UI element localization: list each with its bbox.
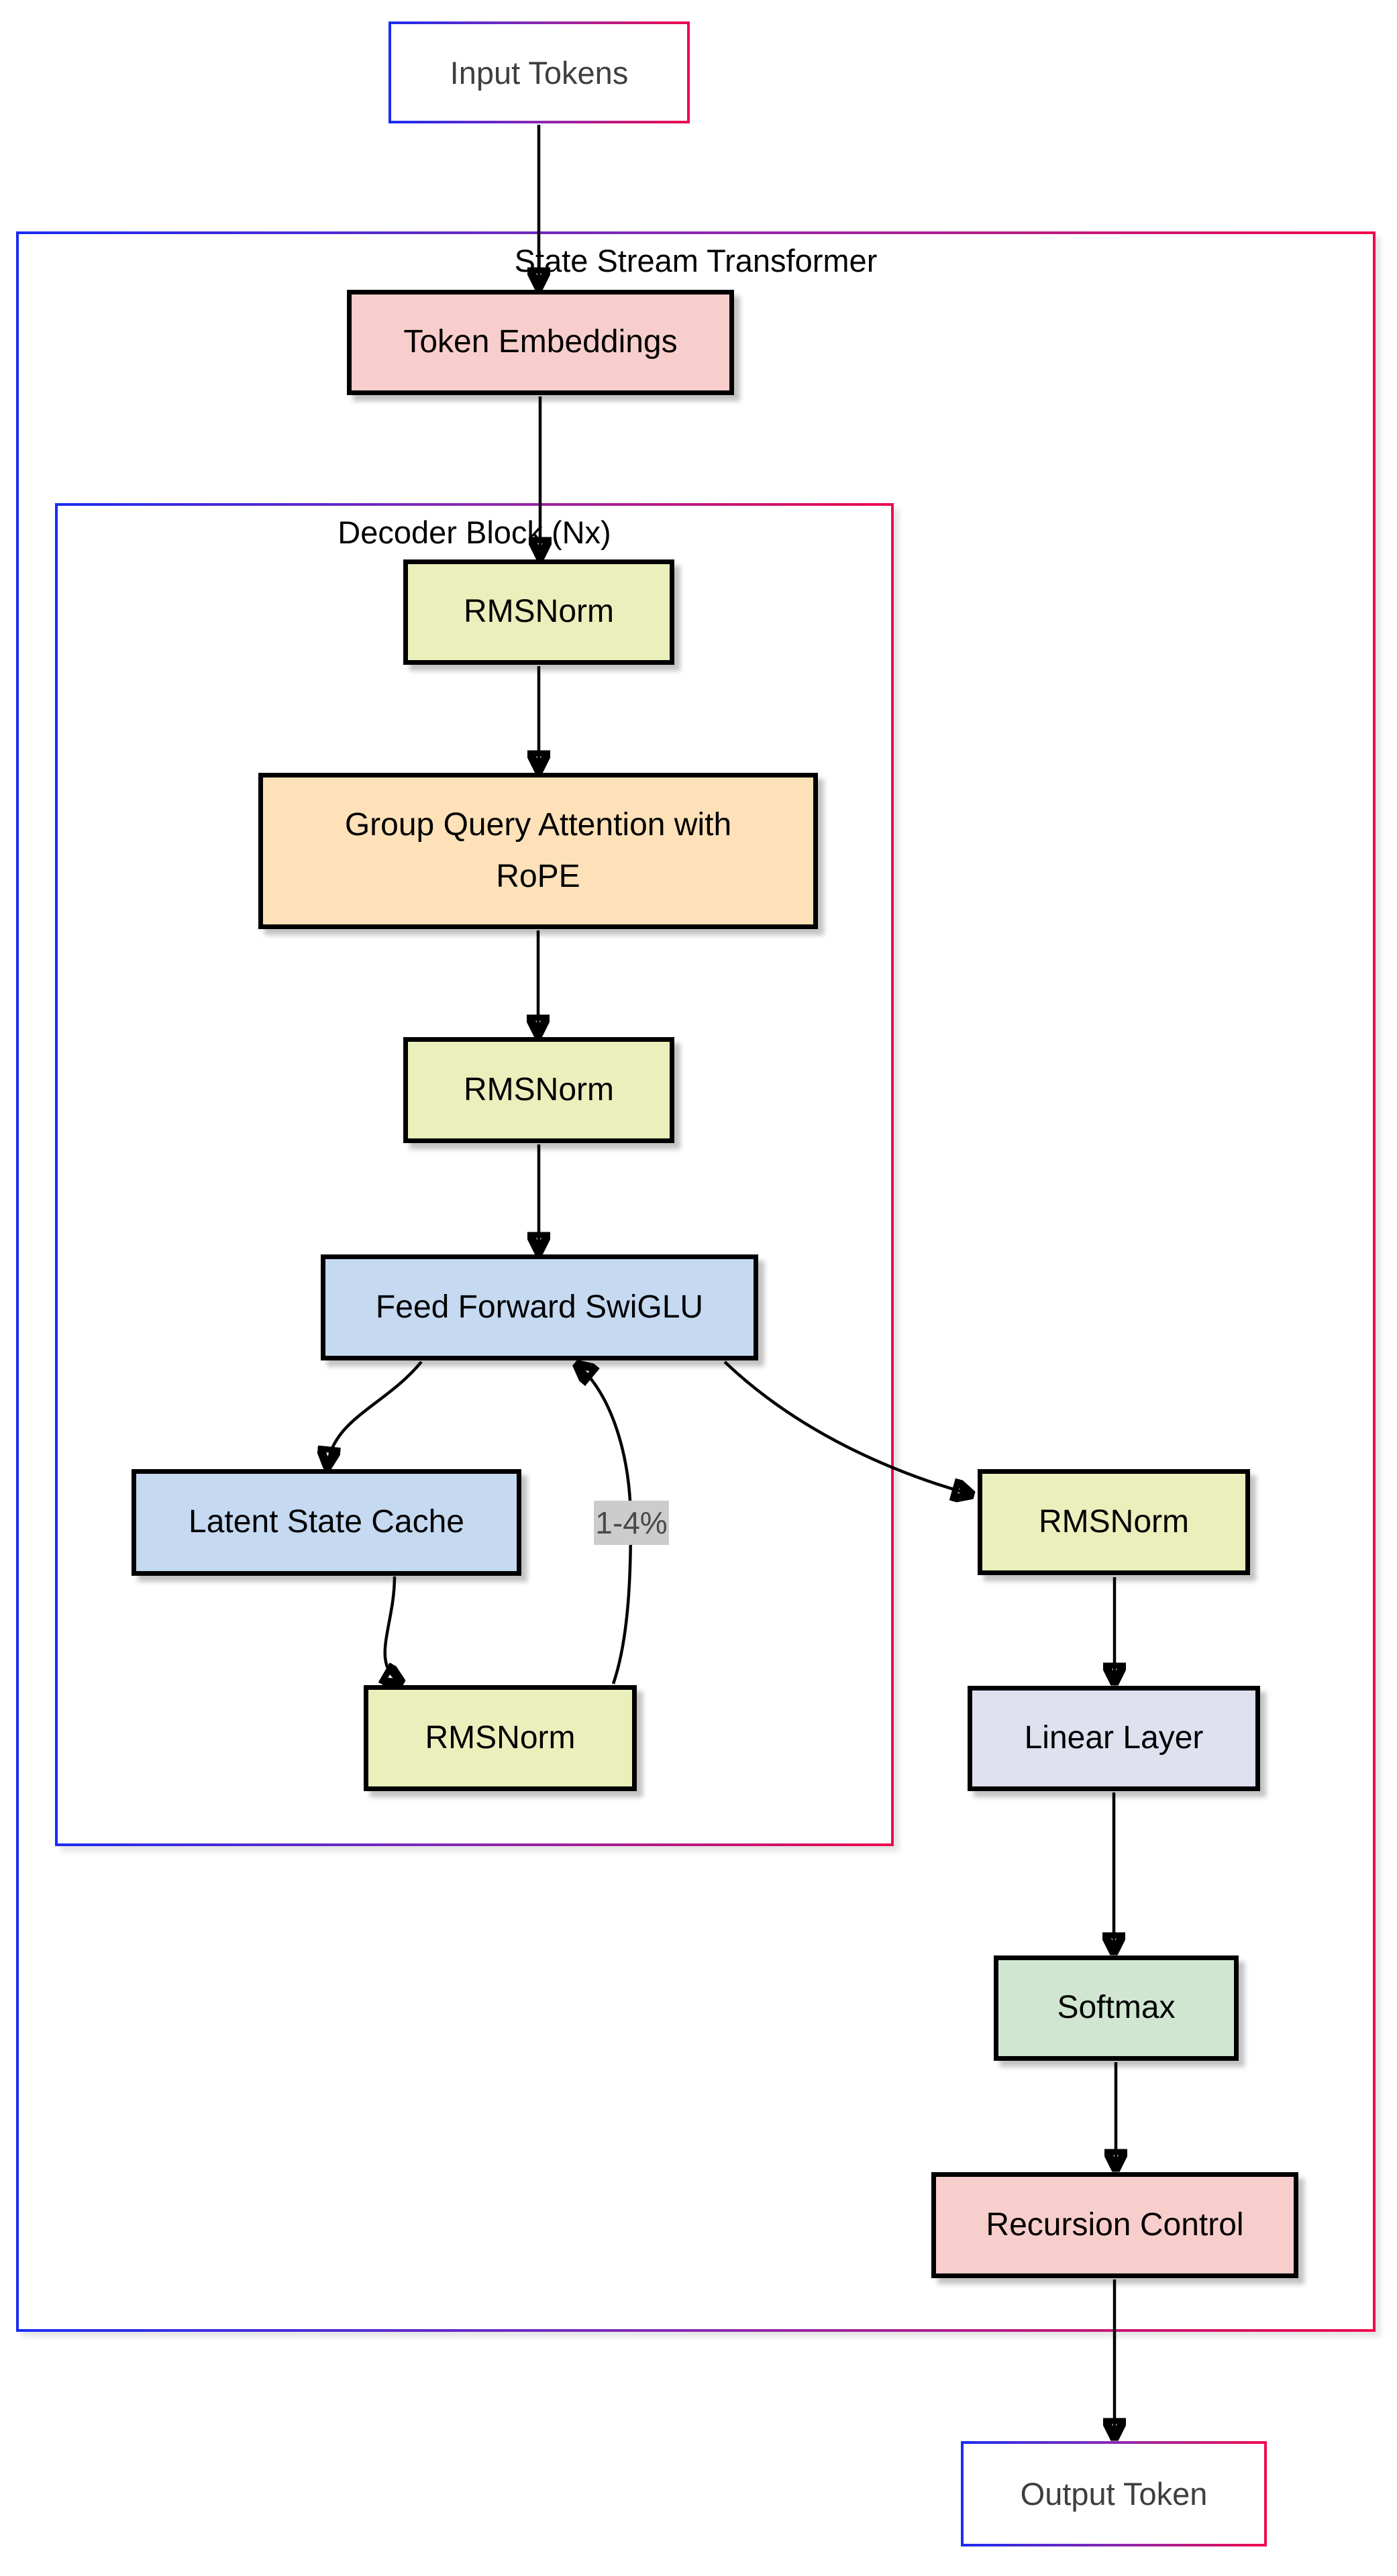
- group-query-attention-node: Group Query Attention with RoPE: [258, 773, 818, 929]
- rmsnorm-output-label: RMSNorm: [1039, 1503, 1189, 1540]
- edge-ffn-to-rmsnorm-right: [723, 1360, 972, 1495]
- token-embeddings-node: Token Embeddings: [347, 290, 734, 395]
- token-embeddings-label: Token Embeddings: [403, 324, 678, 360]
- output-token-node: Output Token: [961, 2441, 1267, 2546]
- decoder-block-group-label: Decoder Block (Nx): [338, 515, 611, 550]
- softmax-label: Softmax: [1057, 1990, 1176, 2026]
- gqa-label-line2: RoPE: [496, 858, 580, 894]
- edge-ffn-to-latent-cache: [327, 1360, 423, 1466]
- linear-layer-node: Linear Layer: [968, 1686, 1260, 1791]
- input-tokens-label: Input Tokens: [450, 54, 629, 91]
- feed-forward-swiglu-node: Feed Forward SwiGLU: [321, 1254, 758, 1360]
- softmax-node: Softmax: [994, 1955, 1239, 2061]
- decoder-block-group: Decoder Block (Nx): [55, 503, 894, 1846]
- cache-update-percent-label: 1-4%: [594, 1501, 669, 1545]
- rmsnorm-output-node: RMSNorm: [978, 1469, 1250, 1575]
- latent-cache-label: Latent State Cache: [189, 1504, 464, 1540]
- recursion-control-node: Recursion Control: [931, 2172, 1298, 2278]
- latent-state-cache-node: Latent State Cache: [132, 1469, 521, 1576]
- ffn-label: Feed Forward SwiGLU: [375, 1289, 704, 1325]
- rmsnorm-1-node: RMSNorm: [403, 559, 674, 665]
- rmsnorm-3-node: RMSNorm: [364, 1685, 637, 1791]
- edge-latent-cache-to-rmsnorm3: [385, 1576, 401, 1682]
- linear-layer-label: Linear Layer: [1024, 1720, 1204, 1756]
- rmsnorm-1-label: RMSNorm: [464, 594, 614, 630]
- gqa-label-line1: Group Query Attention with: [344, 806, 732, 843]
- rmsnorm-2-label: RMSNorm: [464, 1071, 614, 1108]
- recursion-control-label: Recursion Control: [986, 2206, 1244, 2243]
- state-stream-transformer-group-label: State Stream Transformer: [514, 243, 878, 278]
- rmsnorm-2-node: RMSNorm: [403, 1037, 674, 1143]
- input-tokens-node: Input Tokens: [389, 21, 690, 123]
- rmsnorm-3-label: RMSNorm: [425, 1719, 576, 1756]
- output-token-label: Output Token: [1020, 2476, 1208, 2512]
